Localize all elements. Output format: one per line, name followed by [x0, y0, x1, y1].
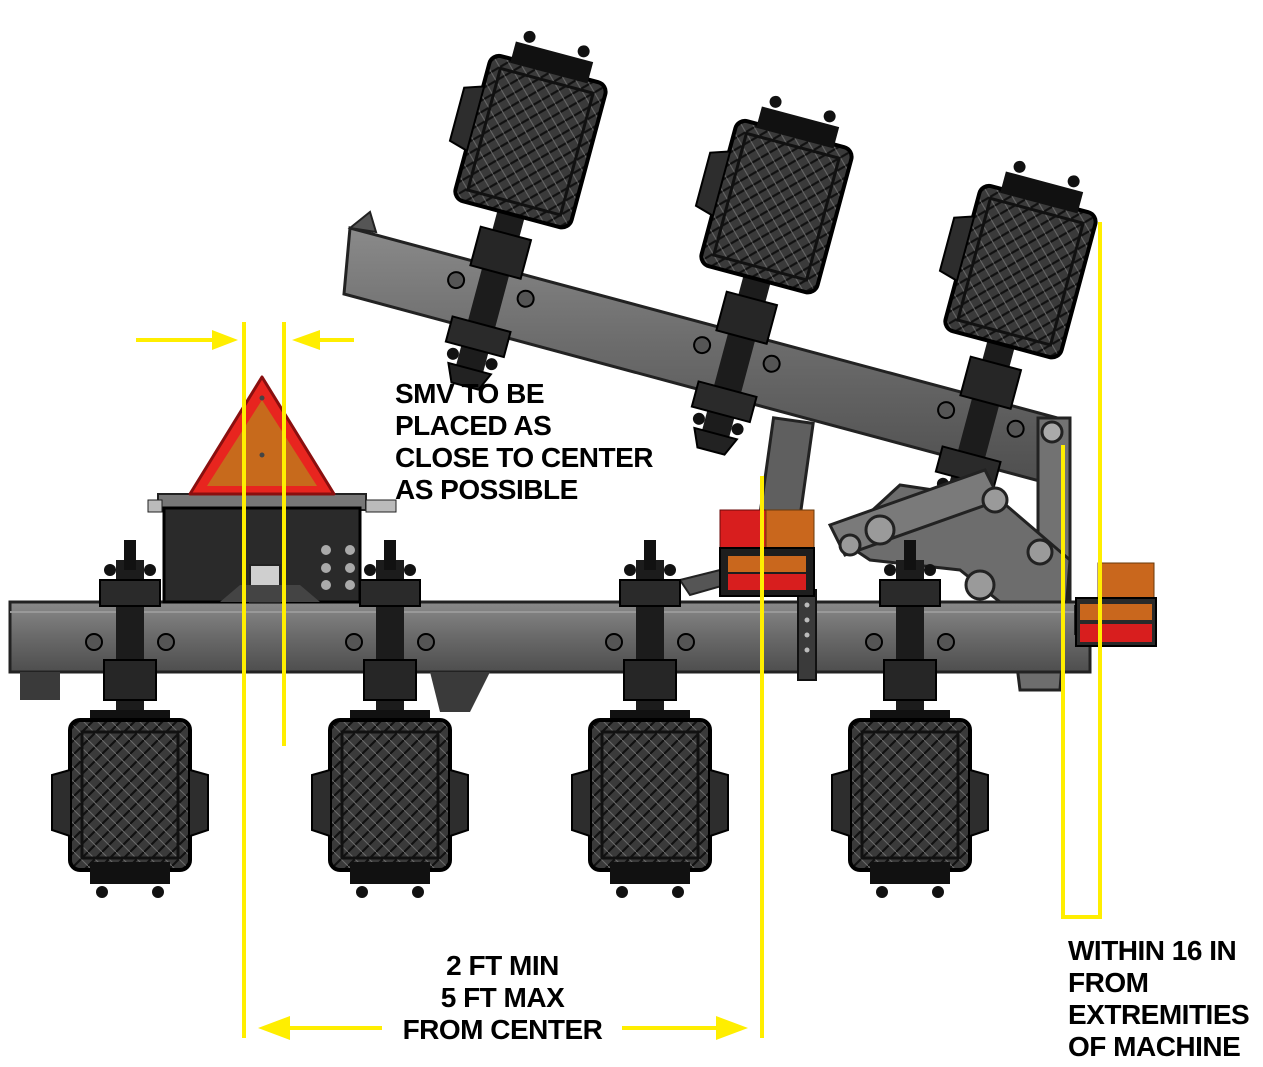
- extremities-note-line-2: FROM: [1068, 967, 1149, 998]
- warning-lamp-icon: [719, 509, 817, 681]
- lower-row-unit-3: [570, 538, 730, 900]
- smv-placement-note: SMV TO BE PLACED AS CLOSE TO CENTER AS P…: [395, 378, 654, 506]
- smv-note-line-2: PLACED AS: [395, 410, 552, 441]
- smv-centering-arrows: [136, 330, 354, 350]
- distance-arrows: [258, 1016, 748, 1040]
- smv-note-line-3: CLOSE TO CENTER: [395, 442, 654, 473]
- smv-triangle-icon: [188, 375, 336, 496]
- distance-from-center-note: 2 FT MIN 5 FT MAX FROM CENTER: [395, 950, 610, 1046]
- extremities-note: WITHIN 16 IN FROM EXTREMITIES OF MACHINE: [1068, 935, 1250, 1063]
- distance-note-line-1: 2 FT MIN: [446, 950, 559, 981]
- lower-row-unit-4: [830, 538, 990, 900]
- distance-note-line-2: 5 FT MAX: [440, 982, 565, 1013]
- smv-note-line-4: AS POSSIBLE: [395, 474, 578, 505]
- upper-row-unit-3: [877, 146, 1109, 534]
- smv-note-line-1: SMV TO BE: [395, 378, 545, 409]
- extremities-note-line-4: OF MACHINE: [1068, 1031, 1241, 1062]
- extremities-note-line-1: WITHIN 16 IN: [1068, 935, 1237, 966]
- amber-lamp-icon: [1075, 562, 1157, 647]
- extremity-bracket: [1061, 222, 1102, 919]
- smv-mount-bracket: [147, 493, 397, 604]
- guide-lines: [242, 222, 1102, 1038]
- main-toolbar-beam: [8, 600, 1156, 712]
- distance-note-line-3: FROM CENTER: [402, 1014, 603, 1045]
- extremities-note-line-3: EXTREMITIES: [1068, 999, 1250, 1030]
